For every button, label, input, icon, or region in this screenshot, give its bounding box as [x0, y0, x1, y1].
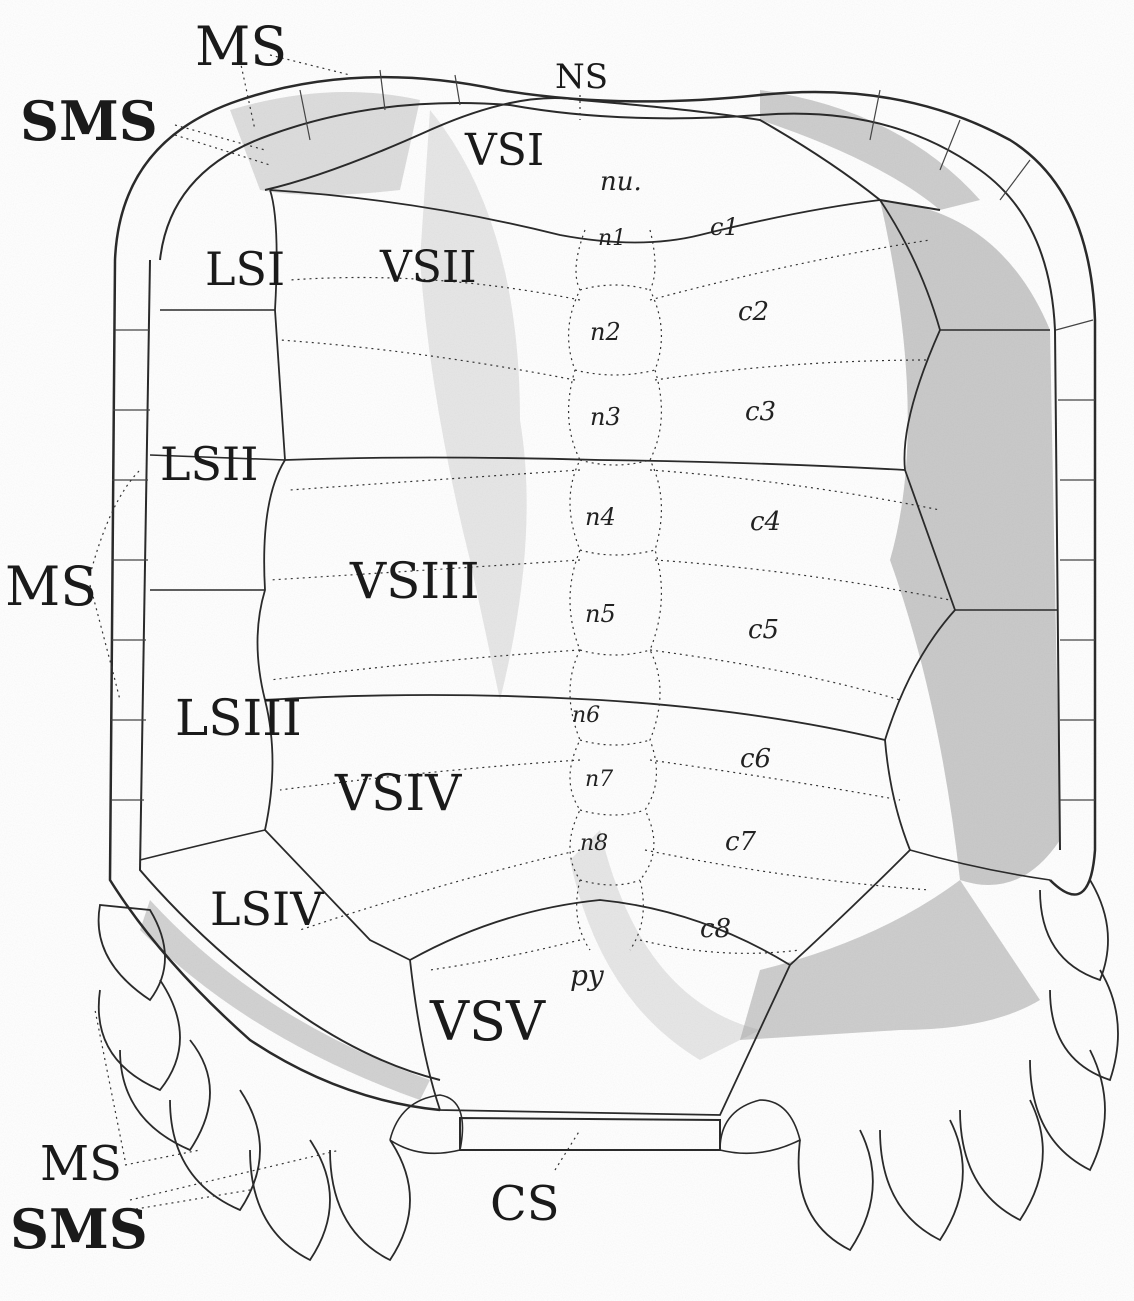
label-sms-bottom: SMS: [10, 1197, 148, 1261]
label-c8: c8: [700, 914, 731, 944]
label-c3: c3: [745, 397, 776, 427]
label-n1: n1: [598, 226, 626, 251]
label-ls2: LSII: [160, 437, 258, 491]
label-vs3: VSIII: [349, 552, 480, 610]
label-n3: n3: [590, 403, 621, 431]
label-n8: n8: [580, 831, 608, 856]
label-vs5: VSV: [429, 990, 546, 1053]
label-ms-top: MS: [195, 15, 287, 78]
label-vs4: VSIV: [334, 764, 462, 822]
label-ns: NS: [555, 57, 608, 97]
label-n5: n5: [585, 600, 616, 628]
label-ls4: LSIV: [210, 882, 324, 936]
label-py: py: [570, 959, 605, 992]
label-c6: c6: [740, 744, 771, 774]
label-n7: n7: [585, 767, 613, 792]
label-ms-bottom: MS: [40, 1136, 122, 1192]
label-n4: n4: [585, 503, 616, 531]
label-c2: c2: [738, 297, 769, 327]
label-c1: c1: [710, 213, 739, 241]
label-c5: c5: [748, 615, 779, 645]
label-ls3: LSIII: [175, 689, 302, 747]
label-c4: c4: [750, 507, 781, 537]
label-sms-top: SMS: [20, 89, 158, 153]
label-vs2: VSII: [379, 242, 477, 293]
label-vs1: VSI: [464, 125, 544, 176]
label-ms-left: MS: [5, 555, 97, 618]
label-cs: CS: [490, 1176, 560, 1232]
label-n2: n2: [590, 318, 621, 346]
label-ls1: LSI: [205, 242, 285, 296]
label-nu: nu.: [600, 167, 642, 197]
label-c7: c7: [725, 827, 757, 857]
label-n6: n6: [572, 703, 600, 728]
